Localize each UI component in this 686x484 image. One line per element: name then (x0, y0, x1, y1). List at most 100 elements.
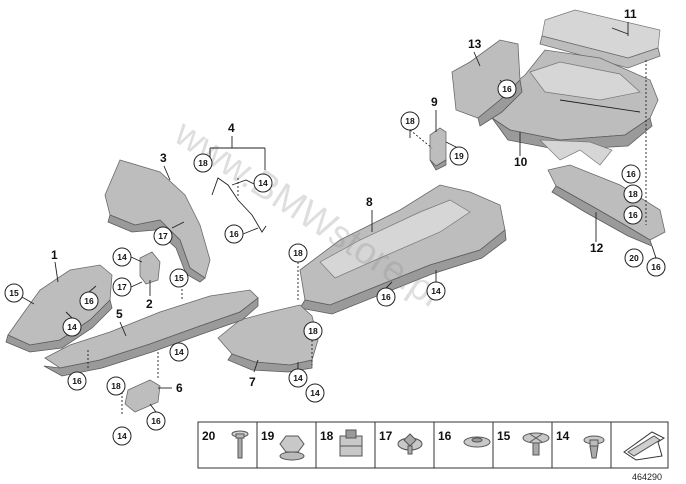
legend-label-15: 15 (497, 429, 511, 443)
label-part-1: 1 (51, 248, 58, 262)
part-3-shape (104, 159, 211, 283)
callout-18-text: 18 (111, 381, 121, 391)
callout-18-text: 18 (628, 189, 638, 199)
callout-14-text: 14 (258, 178, 268, 188)
part-10-shape (491, 49, 659, 166)
callout-15: 15 (169, 268, 189, 288)
legend-label-20: 20 (202, 429, 216, 443)
callout-14: 14 (305, 383, 325, 403)
speed-nut-icon (397, 433, 423, 455)
callout-16-text: 16 (626, 169, 636, 179)
callout-14: 14 (426, 270, 446, 301)
legend-label-14: 14 (556, 429, 570, 443)
legend-label-18: 18 (320, 429, 334, 443)
label-part-9: 9 (431, 95, 438, 109)
callout-16: 16 (79, 285, 99, 311)
part-6-shape (124, 379, 161, 413)
callout-16: 16 (621, 164, 641, 184)
callout-18-text: 18 (308, 326, 318, 336)
part-8-shape (299, 184, 507, 315)
clip-nut-icon (339, 429, 363, 457)
push-nut-icon (463, 436, 491, 448)
callout-17: 17 (153, 221, 185, 246)
callout-14: 14 (112, 426, 132, 446)
callout-14-text: 14 (431, 286, 441, 296)
callout-14: 14 (253, 173, 273, 193)
callout-20-text: 20 (629, 253, 639, 263)
callout-18-text: 18 (405, 116, 415, 126)
label-part-8: 8 (366, 195, 373, 209)
callout-14-text: 14 (310, 388, 320, 398)
callout-16-text: 16 (502, 84, 512, 94)
callout-14: 14 (169, 342, 189, 362)
callout-16-text: 16 (229, 229, 239, 239)
label-part-6: 6 (176, 381, 183, 395)
callout-20: 20 (624, 248, 644, 268)
callout-14-text: 14 (117, 252, 127, 262)
callout-18: 18 (193, 153, 213, 173)
callout-14-text: 14 (174, 347, 184, 357)
diagram-code: 464290 (632, 472, 662, 482)
part-12-shape (547, 164, 666, 247)
legend-label-19: 19 (261, 429, 275, 443)
hex-nut-icon (279, 435, 305, 461)
label-part-10: 10 (514, 155, 528, 169)
legend-label-17: 17 (379, 429, 393, 443)
callout-16: 16 (146, 403, 166, 431)
callout-14: 14 (112, 247, 143, 267)
flange-nut-icon (522, 432, 550, 456)
part-1-shape (5, 264, 113, 353)
part-11-shape (539, 9, 661, 69)
screw-icon (231, 430, 249, 459)
callout-14-text: 14 (67, 322, 77, 332)
label-part-2: 2 (146, 297, 153, 311)
legend-label-16: 16 (438, 429, 452, 443)
callout-16-text: 16 (628, 210, 638, 220)
callout-15-text: 15 (174, 273, 184, 283)
callout-16: 16 (646, 245, 666, 277)
part-5-shape (43, 289, 259, 377)
callout-16-text: 16 (381, 292, 391, 302)
label-part-3: 3 (160, 151, 167, 165)
callout-18: 18 (400, 111, 420, 138)
callout-17: 17 (112, 277, 143, 297)
part-7-shape (217, 304, 319, 373)
callout-15-text: 15 (9, 288, 19, 298)
rivet-clip-icon (583, 435, 605, 459)
callout-14: 14 (62, 311, 82, 337)
callout-18: 18 (623, 184, 643, 204)
callout-16: 16 (224, 224, 259, 244)
part-2-shape (139, 251, 161, 285)
callout-18-text: 18 (293, 248, 303, 258)
callout-16: 16 (497, 79, 517, 99)
label-part-4: 4 (228, 121, 235, 135)
callout-19: 19 (445, 141, 469, 166)
callout-14-text: 14 (117, 431, 127, 441)
callout-19-text: 19 (454, 151, 464, 161)
label-part-12: 12 (590, 241, 604, 255)
callout-16-text: 16 (84, 296, 94, 306)
callout-14-text: 14 (293, 373, 303, 383)
callout-16: 16 (376, 281, 396, 307)
label-part-7: 7 (249, 375, 256, 389)
callout-14: 14 (288, 362, 308, 388)
label-part-11: 11 (624, 7, 637, 21)
label-part-5: 5 (116, 307, 123, 321)
callout-18: 18 (288, 243, 308, 263)
callout-17-text: 17 (117, 282, 127, 292)
callout-18: 18 (106, 376, 126, 396)
callout-16: 16 (67, 371, 87, 391)
callout-18: 18 (303, 321, 323, 341)
callout-16-text: 16 (72, 376, 82, 386)
callout-18-text: 18 (198, 158, 208, 168)
callout-16-text: 16 (151, 416, 161, 426)
callout-16-text: 16 (651, 262, 661, 272)
label-part-13: 13 (468, 37, 482, 51)
fastener-legend: 20 19 18 17 16 15 14 (197, 421, 669, 469)
callout-15: 15 (4, 283, 35, 305)
arrow-icon (623, 431, 665, 461)
part-9-shape (429, 127, 447, 171)
callout-16: 16 (623, 205, 643, 225)
